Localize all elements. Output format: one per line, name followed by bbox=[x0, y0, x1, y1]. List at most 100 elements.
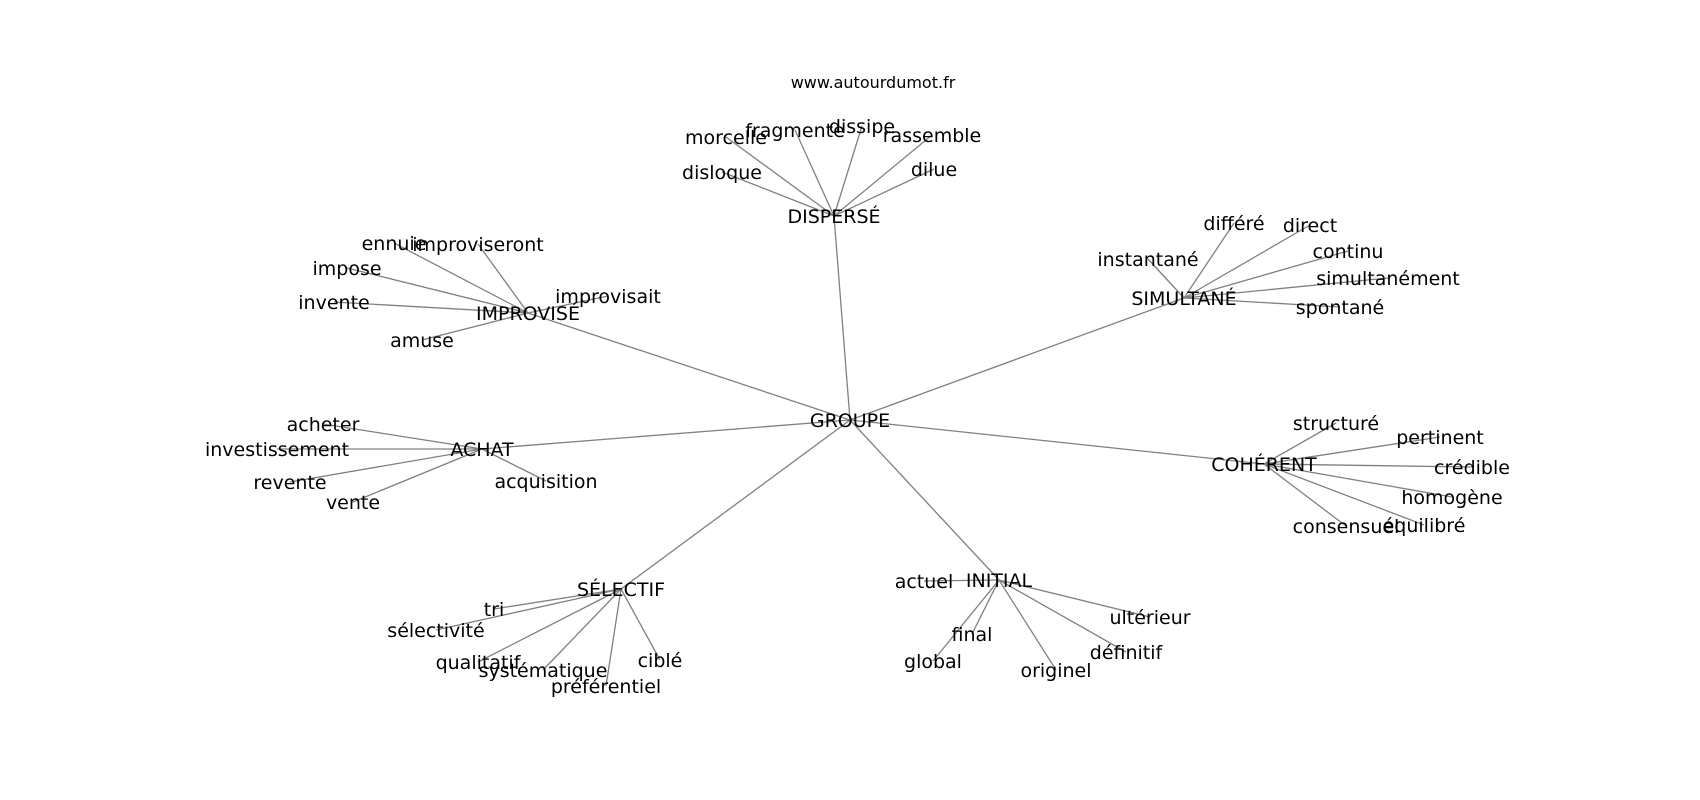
edge-center-initial bbox=[849, 419, 1000, 581]
node-word-preferentiel[interactable]: préférentiel bbox=[551, 676, 661, 698]
edge-center-coherent bbox=[849, 419, 1265, 465]
node-word-selectivite[interactable]: sélectivité bbox=[387, 620, 484, 642]
edge-achat-acquisition bbox=[481, 448, 547, 482]
node-word-dilue[interactable]: dilue bbox=[911, 159, 957, 181]
node-cluster-selectif[interactable]: SÉLECTIF bbox=[577, 578, 665, 601]
node-word-invente[interactable]: invente bbox=[298, 292, 369, 314]
edge-coherent-equilibre bbox=[1263, 463, 1425, 526]
edge-simultane-instantane bbox=[1147, 258, 1185, 299]
node-word-improviseront[interactable]: improviseront bbox=[412, 234, 544, 256]
node-cluster-coherent[interactable]: COHÉRENT bbox=[1211, 453, 1317, 476]
edge-achat-revente bbox=[289, 448, 483, 483]
node-word-acquisition[interactable]: acquisition bbox=[494, 471, 597, 493]
node-word-direct[interactable]: direct bbox=[1283, 215, 1337, 237]
edge-improvise-ennuie bbox=[393, 242, 529, 314]
edge-initial-definitif bbox=[998, 579, 1127, 653]
node-cluster-disperse[interactable]: DISPERSÉ bbox=[787, 205, 880, 228]
edge-center-improvise bbox=[527, 312, 851, 421]
edge-initial-actuel bbox=[923, 579, 1000, 582]
node-word-tri[interactable]: tri bbox=[484, 599, 505, 621]
edge-initial-global bbox=[932, 579, 1000, 662]
edge-initial-ulterieur bbox=[998, 579, 1151, 618]
node-word-fragmente[interactable]: fragmente bbox=[745, 120, 845, 142]
node-word-vente[interactable]: vente bbox=[326, 492, 380, 514]
node-word-definitif[interactable]: définitif bbox=[1090, 642, 1164, 664]
node-word-credible[interactable]: crédible bbox=[1434, 457, 1510, 479]
node-word-simultanement[interactable]: simultanément bbox=[1316, 268, 1460, 290]
edge-selectif-selectivite bbox=[435, 588, 622, 631]
graph-labels: GROUPE DISPERSÉ morcellefragmentedissipera… bbox=[205, 116, 1510, 698]
edge-initial-originel bbox=[998, 579, 1057, 671]
node-word-continu[interactable]: continu bbox=[1313, 241, 1384, 263]
edge-achat-vente bbox=[352, 448, 483, 503]
edge-center-simultane bbox=[849, 297, 1185, 421]
edge-improvise-improviseront bbox=[477, 243, 529, 314]
node-word-structure[interactable]: structuré bbox=[1293, 413, 1379, 435]
node-cluster-achat[interactable]: ACHAT bbox=[450, 439, 514, 461]
edge-coherent-credible bbox=[1263, 463, 1473, 468]
node-word-final[interactable]: final bbox=[952, 624, 993, 646]
edge-coherent-structure bbox=[1263, 422, 1337, 465]
node-word-qualitatif[interactable]: qualitatif bbox=[436, 652, 522, 674]
edge-center-selectif bbox=[620, 419, 851, 590]
edge-improvise-impose bbox=[346, 267, 529, 314]
edge-simultane-differe bbox=[1183, 222, 1235, 299]
node-word-originel[interactable]: originel bbox=[1020, 660, 1091, 682]
node-word-spontane[interactable]: spontané bbox=[1296, 297, 1384, 319]
node-word-homogene[interactable]: homogène bbox=[1401, 487, 1502, 509]
node-word-impose[interactable]: impose bbox=[312, 258, 381, 280]
node-word-systematique[interactable]: systématique bbox=[479, 660, 608, 682]
edge-improvise-improvisait bbox=[527, 295, 609, 314]
edge-improvise-amuse bbox=[421, 312, 529, 341]
edge-coherent-pertinent bbox=[1263, 436, 1441, 465]
node-word-dissipe[interactable]: dissipe bbox=[829, 116, 895, 138]
node-word-acheter[interactable]: acheter bbox=[287, 414, 360, 436]
edge-selectif-tri bbox=[493, 588, 622, 610]
node-word-morcelle[interactable]: morcelle bbox=[685, 127, 767, 149]
node-word-rassemble[interactable]: rassemble bbox=[883, 125, 981, 147]
edge-coherent-consensuel bbox=[1263, 463, 1347, 527]
edge-disperse-fragmente bbox=[794, 129, 835, 217]
edge-center-disperse bbox=[833, 215, 851, 421]
edge-coherent-homogene bbox=[1263, 463, 1453, 498]
node-word-improvisait[interactable]: improvisait bbox=[555, 286, 661, 308]
edge-simultane-spontane bbox=[1183, 297, 1341, 308]
edge-disperse-dissipe bbox=[833, 125, 863, 217]
edge-improvise-invente bbox=[333, 301, 529, 314]
node-cluster-initial[interactable]: INITIAL bbox=[966, 570, 1033, 592]
edge-selectif-systematique bbox=[542, 588, 622, 671]
node-word-ennuie[interactable]: ennuie bbox=[362, 233, 427, 255]
edge-initial-final bbox=[971, 579, 1000, 635]
node-word-cible[interactable]: ciblé bbox=[638, 650, 683, 672]
edge-selectif-preferentiel bbox=[605, 588, 622, 687]
edge-simultane-continu bbox=[1183, 250, 1349, 299]
source-url[interactable]: www.autourdumot.fr bbox=[791, 73, 956, 92]
node-cluster-improvise[interactable]: IMPROVISÉ bbox=[476, 302, 580, 325]
node-word-differe[interactable]: différé bbox=[1203, 213, 1264, 235]
node-word-equilibre[interactable]: équilibré bbox=[1383, 515, 1466, 537]
node-word-disloque[interactable]: disloque bbox=[682, 162, 762, 184]
node-word-investissement[interactable]: investissement bbox=[205, 439, 349, 461]
node-word-revente[interactable]: revente bbox=[253, 472, 326, 494]
edge-center-achat bbox=[481, 419, 851, 450]
node-word-global[interactable]: global bbox=[904, 651, 962, 673]
edge-disperse-dilue bbox=[833, 168, 935, 217]
edge-disperse-morcelle bbox=[725, 136, 835, 217]
edge-disperse-rassemble bbox=[833, 134, 933, 217]
node-word-ulterieur[interactable]: ultérieur bbox=[1109, 607, 1190, 629]
edge-simultane-simultanement bbox=[1183, 277, 1389, 299]
node-word-actuel[interactable]: actuel bbox=[895, 571, 954, 593]
edge-selectif-cible bbox=[620, 588, 661, 661]
edge-disperse-disloque bbox=[721, 171, 835, 217]
node-word-instantane[interactable]: instantané bbox=[1097, 249, 1198, 271]
node-word-pertinent[interactable]: pertinent bbox=[1396, 427, 1484, 449]
node-cluster-simultane[interactable]: SIMULTANÉ bbox=[1131, 287, 1236, 310]
edge-simultane-direct bbox=[1183, 224, 1311, 299]
edge-achat-acheter bbox=[322, 423, 483, 450]
node-word-consensuel[interactable]: consensuel bbox=[1293, 516, 1400, 538]
edge-selectif-qualitatif bbox=[477, 588, 622, 663]
graph-edges bbox=[277, 125, 1473, 687]
node-word-amuse[interactable]: amuse bbox=[390, 330, 454, 352]
node-center-groupe[interactable]: GROUPE bbox=[810, 410, 890, 432]
